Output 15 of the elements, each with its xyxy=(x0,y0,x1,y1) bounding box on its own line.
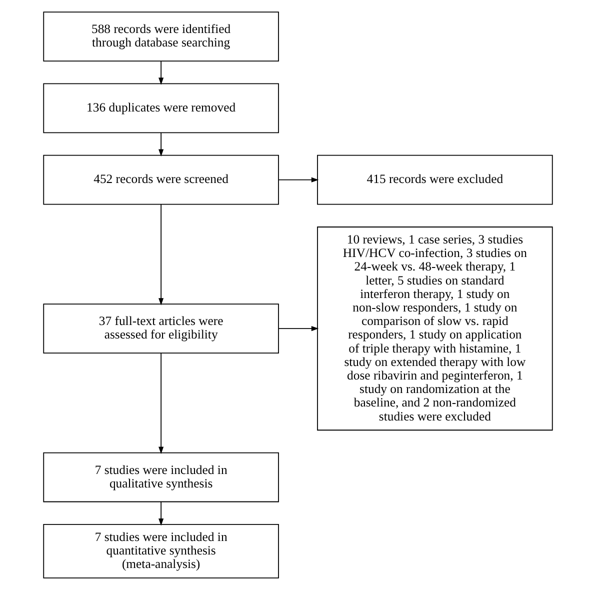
arrow xyxy=(158,352,164,454)
node-box: 452 records were screened xyxy=(42,154,278,205)
node-box: 588 records were identified through database searching xyxy=(42,12,278,62)
node-box: 415 records were excluded xyxy=(316,154,552,205)
arrow xyxy=(158,60,164,85)
node-box: 37 full-text articles were assessed for eligibility xyxy=(42,304,278,354)
node-box: 7 studies were included in qualitative synthesis xyxy=(42,452,278,502)
arrow xyxy=(278,177,318,182)
arrow xyxy=(158,204,164,306)
arrow xyxy=(278,326,318,332)
node-box: 10 reviews, 1 case series, 3 studies HIV/HCV co-infection, 3 studies on 24-week vs. 48-week therapy, 1 letter, 5 studies on standard interferon therapy, 1 study on non-slow responders, 1 study on comparison of slow vs. rapid responders, 1 study on application of triple therapy with histamine, 1 study on extended therapy with low dose ribavirin and peginterferon, 1 study on randomization at the baseline, and 2 non-randomized studies were excluded xyxy=(316,226,552,431)
arrow xyxy=(158,132,164,156)
node-box: 7 studies were included in quantitative synthesis (meta-analysis) xyxy=(42,524,278,578)
node-box: 136 duplicates were removed xyxy=(42,83,278,134)
arrow xyxy=(158,501,164,526)
